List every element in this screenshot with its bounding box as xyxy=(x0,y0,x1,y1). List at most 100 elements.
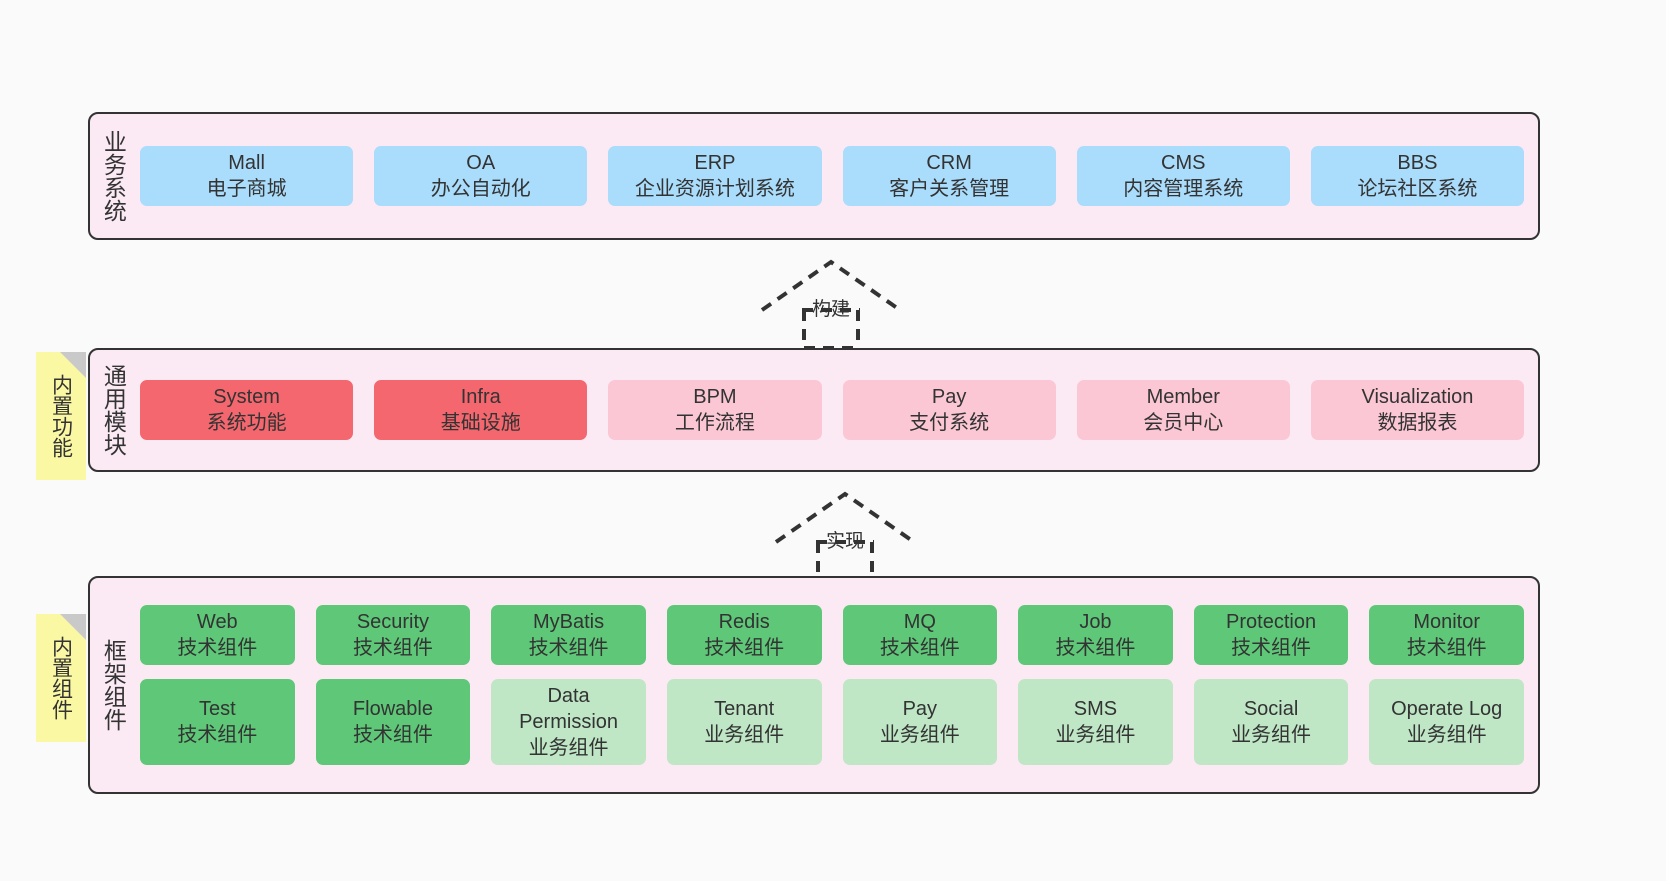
node-test-title: Test xyxy=(198,698,236,720)
node-tenant-title: Tenant xyxy=(714,698,775,720)
node-pay-module[interactable]: Pay 支付系统 xyxy=(842,380,1056,440)
node-monitor[interactable]: Monitor 技术组件 xyxy=(1369,605,1524,665)
node-flowable-subtitle: 技术组件 xyxy=(352,724,433,746)
node-mq-title: MQ xyxy=(903,611,936,633)
node-member-subtitle: 会员中心 xyxy=(1143,412,1224,434)
node-member-title: Member xyxy=(1146,386,1220,408)
node-bbs-subtitle: 论坛社区系统 xyxy=(1357,178,1478,200)
connector-implement: 实现 xyxy=(770,490,920,582)
node-erp-subtitle: 企业资源计划系统 xyxy=(634,178,795,200)
node-system-subtitle: 系统功能 xyxy=(206,412,287,434)
connector-build: 构建 xyxy=(756,258,906,350)
node-web-title: Web xyxy=(196,611,238,633)
node-test[interactable]: Test 技术组件 xyxy=(140,679,295,765)
node-infra[interactable]: Infra 基础设施 xyxy=(374,380,588,440)
node-redis-title: Redis xyxy=(718,611,770,633)
layer-common-body: System 系统功能 Infra 基础设施 BPM 工作流程 Pay 支付系统… xyxy=(136,350,1538,470)
node-web-subtitle: 技术组件 xyxy=(177,637,258,659)
node-monitor-title: Monitor xyxy=(1413,611,1481,633)
node-sms[interactable]: SMS 业务组件 xyxy=(1018,679,1173,765)
node-system[interactable]: System 系统功能 xyxy=(140,380,354,440)
node-security-title: Security xyxy=(356,611,430,633)
node-data-permission[interactable]: Data Permission 业务组件 xyxy=(491,679,646,765)
node-member[interactable]: Member 会员中心 xyxy=(1076,380,1290,440)
node-cms[interactable]: CMS 内容管理系统 xyxy=(1076,146,1290,206)
node-operate-log[interactable]: Operate Log 业务组件 xyxy=(1369,679,1524,765)
node-job-title: Job xyxy=(1079,611,1112,633)
node-pay-component-subtitle: 业务组件 xyxy=(879,724,960,746)
node-redis[interactable]: Redis 技术组件 xyxy=(666,605,822,665)
node-flowable-title: Flowable xyxy=(352,698,433,720)
node-security[interactable]: Security 技术组件 xyxy=(315,605,471,665)
node-bbs-title: BBS xyxy=(1397,152,1438,174)
node-pay-module-title: Pay xyxy=(931,386,967,408)
layer-framework-row-biz: Test 技术组件 Flowable 技术组件 Data Permission … xyxy=(140,679,1524,765)
node-flowable[interactable]: Flowable 技术组件 xyxy=(315,679,471,765)
node-oa-title: OA xyxy=(466,152,496,174)
node-mybatis[interactable]: MyBatis 技术组件 xyxy=(491,605,646,665)
node-visualization-subtitle: 数据报表 xyxy=(1377,412,1458,434)
node-pay-component-title: Pay xyxy=(902,698,938,720)
layer-common-row: System 系统功能 Infra 基础设施 BPM 工作流程 Pay 支付系统… xyxy=(140,380,1525,440)
layer-common-title: 通用模块 xyxy=(100,364,127,456)
note-builtin-features: 内置功能 xyxy=(36,352,86,480)
node-visualization[interactable]: Visualization 数据报表 xyxy=(1310,380,1525,440)
node-mall-subtitle: 电子商城 xyxy=(206,178,287,200)
node-crm[interactable]: CRM 客户关系管理 xyxy=(842,146,1056,206)
node-oa-subtitle: 办公自动化 xyxy=(430,178,531,200)
node-job-subtitle: 技术组件 xyxy=(1055,637,1136,659)
node-monitor-subtitle: 技术组件 xyxy=(1406,637,1487,659)
node-crm-title: CRM xyxy=(926,152,972,174)
node-mq[interactable]: MQ 技术组件 xyxy=(842,605,998,665)
connector-implement-label: 实现 xyxy=(826,531,865,552)
node-system-title: System xyxy=(213,386,280,408)
node-oa[interactable]: OA 办公自动化 xyxy=(374,146,588,206)
node-mall-title: Mall xyxy=(228,152,265,174)
node-sms-subtitle: 业务组件 xyxy=(1055,724,1136,746)
note-builtin-components: 内置组件 xyxy=(36,614,86,742)
layer-business-title: 业务系统 xyxy=(100,130,127,222)
node-operate-log-subtitle: 业务组件 xyxy=(1406,724,1487,746)
node-security-subtitle: 技术组件 xyxy=(352,637,433,659)
layer-business-row: Mall 电子商城 OA 办公自动化 ERP 企业资源计划系统 CRM 客户关系… xyxy=(140,146,1525,206)
layer-framework-title: 框架组件 xyxy=(100,639,127,731)
node-pay-component[interactable]: Pay 业务组件 xyxy=(842,679,998,765)
node-protection-subtitle: 技术组件 xyxy=(1231,637,1312,659)
node-erp-title: ERP xyxy=(694,152,736,174)
node-tenant[interactable]: Tenant 业务组件 xyxy=(666,679,822,765)
layer-framework-row-tech: Web 技术组件 Security 技术组件 MyBatis 技术组件 Redi… xyxy=(140,605,1524,665)
node-operate-log-title: Operate Log xyxy=(1391,698,1503,720)
node-mybatis-title: MyBatis xyxy=(533,611,605,633)
node-tenant-subtitle: 业务组件 xyxy=(704,724,785,746)
note-builtin-features-label: 内置功能 xyxy=(49,374,73,458)
node-social-subtitle: 业务组件 xyxy=(1231,724,1312,746)
node-mybatis-subtitle: 技术组件 xyxy=(528,637,609,659)
node-erp[interactable]: ERP 企业资源计划系统 xyxy=(608,146,822,206)
node-visualization-title: Visualization xyxy=(1361,386,1474,408)
node-mq-subtitle: 技术组件 xyxy=(879,637,960,659)
node-web[interactable]: Web 技术组件 xyxy=(140,605,295,665)
node-sms-title: SMS xyxy=(1073,698,1118,720)
note-fold-corner-icon xyxy=(60,614,86,640)
node-protection[interactable]: Protection 技术组件 xyxy=(1193,605,1349,665)
node-infra-title: Infra xyxy=(460,386,501,408)
node-bpm-title: BPM xyxy=(693,386,737,408)
note-fold-corner-icon xyxy=(60,352,86,378)
node-mall[interactable]: Mall 电子商城 xyxy=(140,146,354,206)
node-redis-subtitle: 技术组件 xyxy=(704,637,785,659)
connector-build-label: 构建 xyxy=(812,299,851,320)
node-bpm-subtitle: 工作流程 xyxy=(674,412,755,434)
layer-business-systems: 业务系统 Mall 电子商城 OA 办公自动化 ERP 企业资源计划系统 CRM… xyxy=(88,112,1540,240)
node-job[interactable]: Job 技术组件 xyxy=(1018,605,1173,665)
node-cms-subtitle: 内容管理系统 xyxy=(1123,178,1244,200)
layer-business-body: Mall 电子商城 OA 办公自动化 ERP 企业资源计划系统 CRM 客户关系… xyxy=(136,114,1538,238)
node-protection-title: Protection xyxy=(1226,611,1317,633)
layer-common-modules: 通用模块 System 系统功能 Infra 基础设施 BPM 工作流程 Pay… xyxy=(88,348,1540,472)
node-test-subtitle: 技术组件 xyxy=(177,724,258,746)
node-social-title: Social xyxy=(1243,698,1299,720)
node-pay-module-subtitle: 支付系统 xyxy=(909,412,990,434)
node-bpm[interactable]: BPM 工作流程 xyxy=(608,380,822,440)
node-bbs[interactable]: BBS 论坛社区系统 xyxy=(1310,146,1525,206)
node-social[interactable]: Social 业务组件 xyxy=(1193,679,1349,765)
